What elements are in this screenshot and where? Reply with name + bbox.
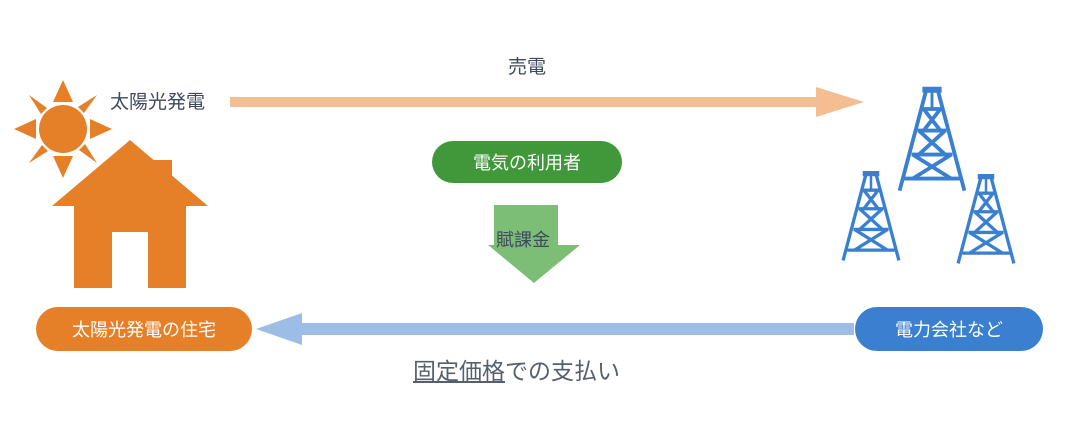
house-icon [50,128,210,288]
node-electricity-users[interactable]: 電気の利用者 [432,141,622,183]
sun-icon [14,80,112,178]
sell-electricity-arrow [230,84,866,120]
payment-arrow [256,312,854,346]
node-power-company[interactable]: 電力会社など [855,307,1043,351]
transmission-tower-icon [955,163,1017,275]
payment-caption-underlined: 固定価格 [413,358,505,384]
transmission-tower-icon [896,85,968,193]
payment-caption-rest: での支払い [505,358,620,384]
transmission-tower-icon [840,160,902,272]
node-solar-house[interactable]: 太陽光発電の住宅 [36,307,252,351]
surcharge-arrow-label: 賦課金 [496,230,550,250]
node-solar-house-label: 太陽光発電の住宅 [72,320,216,340]
node-electricity-users-label: 電気の利用者 [473,153,581,173]
solar-generation-label: 太陽光発電 [110,92,206,113]
node-power-company-label: 電力会社など [895,320,1003,340]
surcharge-arrow [488,205,582,283]
payment-caption: 固定価格での支払い [413,360,620,383]
sell-electricity-label: 売電 [508,57,547,78]
